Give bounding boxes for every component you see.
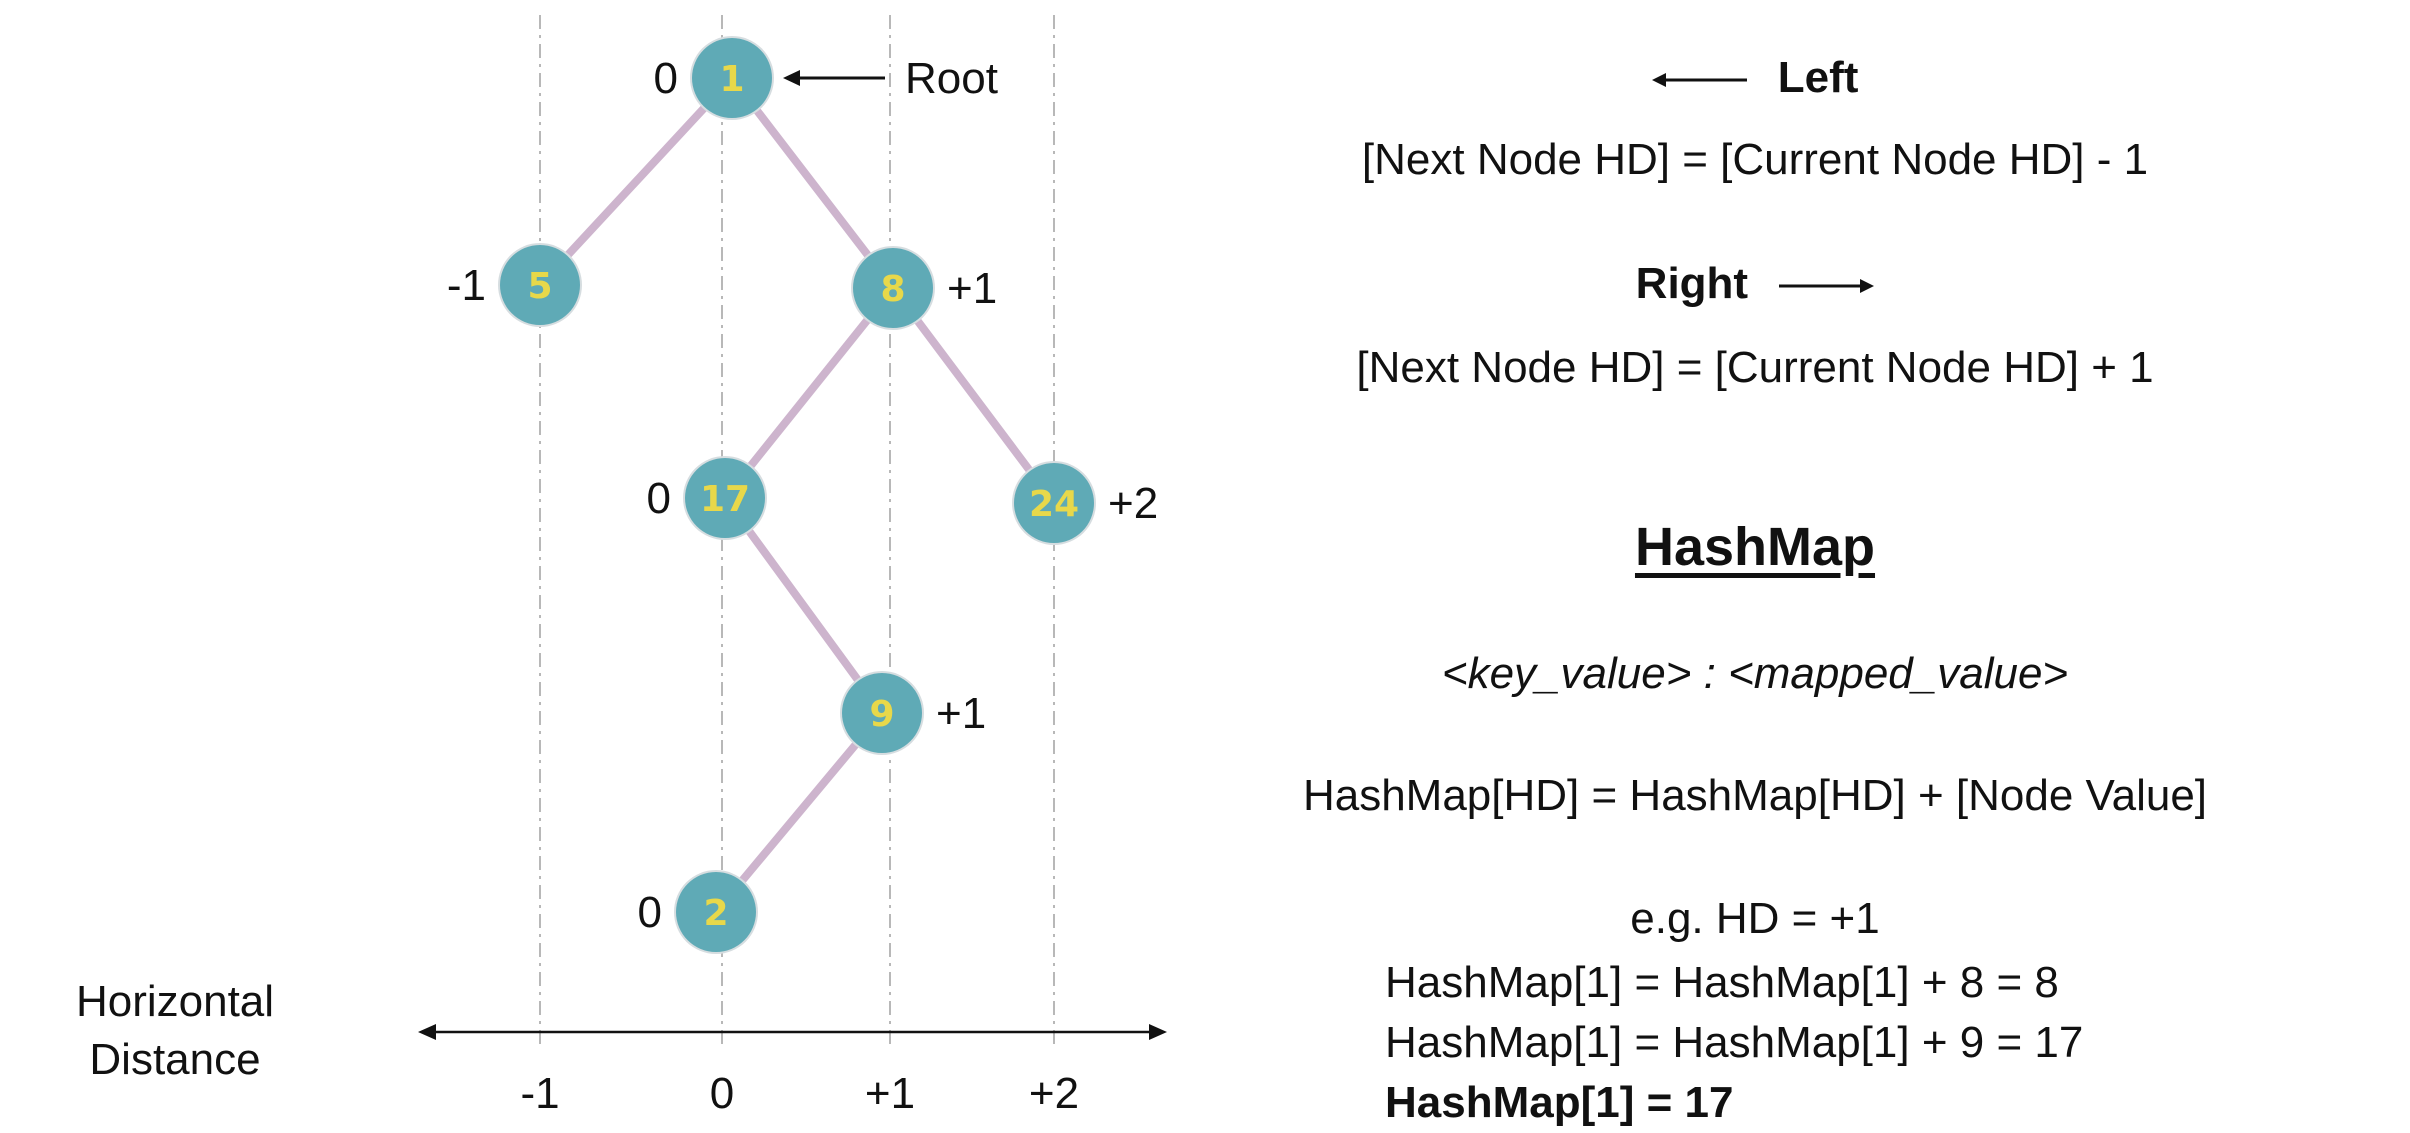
axis-tick-0: 0 [710, 1069, 734, 1118]
edge-n8-n24 [889, 284, 1058, 507]
node-hd-label: +2 [1108, 479, 1158, 528]
left-heading-text: Left [1777, 53, 1859, 102]
node-value: 9 [869, 694, 894, 735]
node-hd-label: +1 [947, 264, 997, 313]
node-circle [1014, 463, 1094, 543]
hashmap-title: HashMap [1634, 517, 1876, 577]
tree-node: 17 0 [647, 456, 767, 540]
node-circle [692, 38, 772, 118]
node-value: 1 [719, 59, 744, 100]
tree-node: 8 +1 [851, 246, 997, 330]
node-hd-label: 0 [654, 54, 678, 103]
node-circle [685, 458, 765, 538]
node-value: 24 [1029, 484, 1079, 525]
axis-tick-+2: +2 [1029, 1069, 1079, 1118]
edge-n8-n17 [721, 284, 897, 502]
axis-tick--1: -1 [520, 1069, 559, 1118]
node-circle [842, 673, 922, 753]
left-arrow-icon [1651, 73, 1747, 88]
node-value: 2 [703, 893, 728, 934]
example-header: e.g. HD = +1 [1630, 894, 1880, 943]
hashmap-signature: <key_value> : <mapped_value> [1441, 649, 2069, 698]
node-hd-label: +1 [936, 689, 986, 738]
node-circle [676, 872, 756, 952]
edge-n9-n2 [712, 709, 886, 916]
left-rule-formula: [Next Node HD] = [Current Node HD] - 1 [1361, 135, 2149, 184]
tree-edges [536, 74, 1058, 916]
hashmap-formula: HashMap[HD] = HashMap[HD] + [Node Value] [1302, 771, 2208, 820]
example-block: HashMap[1] = HashMap[1] + 8 = 8 HashMap[… [1385, 953, 2083, 1133]
right-rule-formula: [Next Node HD] = [Current Node HD] + 1 [1356, 343, 2154, 392]
node-hd-label: 0 [638, 888, 662, 937]
axis-caption-line2: Distance [89, 1035, 261, 1084]
edge-n1-n5 [536, 74, 736, 289]
example-result: HashMap[1] = 17 [1385, 1078, 1734, 1127]
left-rule-heading: Left [1170, 52, 2340, 104]
node-circle [853, 248, 933, 328]
node-hd-label: -1 [447, 261, 486, 310]
edge-n1-n8 [728, 74, 897, 292]
node-value: 8 [880, 269, 905, 310]
right-heading-text: Right [1635, 259, 1749, 308]
tree-node: 10 [654, 36, 774, 120]
edge-n17-n9 [721, 494, 886, 717]
axis-tick-labels: -1 0 +1 +2 [520, 1069, 1079, 1118]
node-value: 17 [700, 479, 750, 520]
node-circle [500, 245, 580, 325]
node-hd-label: 0 [647, 474, 671, 523]
example-line-2: HashMap[1] = HashMap[1] + 9 = 17 [1385, 1018, 2084, 1067]
axis-tick-+1: +1 [865, 1069, 915, 1118]
example-line-1: HashMap[1] = HashMap[1] + 8 = 8 [1385, 958, 2059, 1007]
axis-caption: Horizontal Distance [40, 973, 310, 1089]
root-label: Root [905, 54, 998, 103]
right-arrow-icon [1779, 279, 1875, 294]
tree-node: 24 +2 [1012, 461, 1158, 545]
tree-node: 9 +1 [840, 671, 986, 755]
axis-right-arrowhead [1149, 1024, 1167, 1040]
right-rule-heading: Right [1170, 258, 2340, 310]
axis-caption-line1: Horizontal [75, 977, 275, 1026]
node-value: 5 [527, 266, 552, 307]
hd-gridlines [539, 15, 1055, 1050]
tree-node: 5 -1 [447, 243, 582, 327]
axis-left-arrowhead [418, 1024, 436, 1040]
tree-node: 20 [638, 870, 758, 954]
root-arrow: Root [783, 54, 998, 103]
hd-axis [418, 1024, 1167, 1040]
